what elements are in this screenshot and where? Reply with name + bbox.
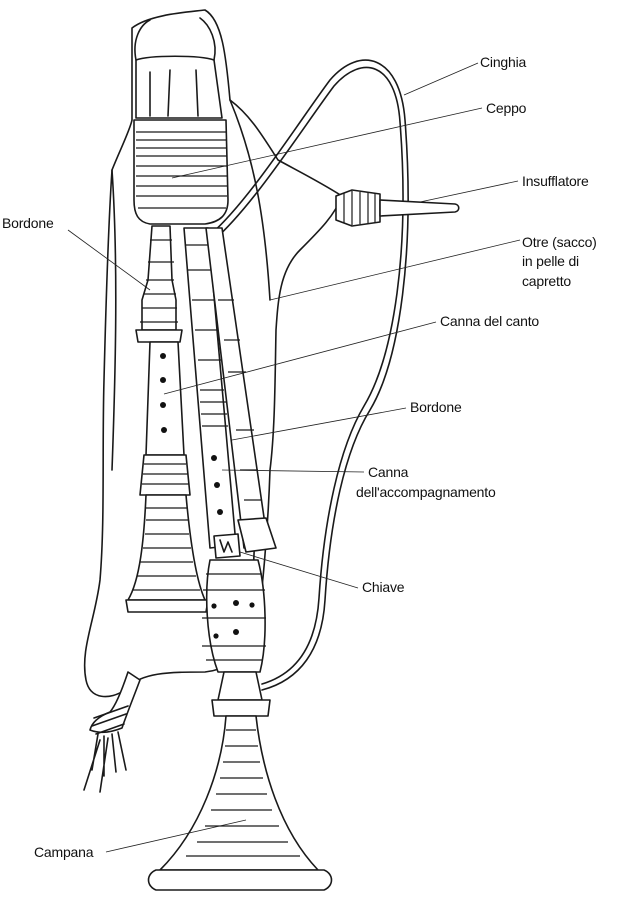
- accompaniment-hole: [211, 455, 217, 461]
- label-campana: Campana: [34, 844, 94, 860]
- label-chiave: Chiave: [362, 579, 405, 595]
- strap-line-outer: [209, 59, 409, 691]
- labels: Cinghia Ceppo Insufflatore Bordone Otre …: [2, 54, 597, 860]
- chanter-hole: [160, 353, 166, 359]
- stock-body: [133, 119, 229, 225]
- leader-cinghia: [403, 62, 479, 96]
- bell-rings: [186, 729, 300, 857]
- accompaniment-rings: [186, 244, 228, 427]
- bell-collar: [211, 699, 271, 717]
- left-drone-upper-rings: [140, 239, 178, 323]
- leader-bordone-left: [67, 229, 151, 291]
- leader-ceppo: [171, 107, 483, 179]
- label-canna-acc-1: Canna: [368, 464, 409, 480]
- bag-leg-tie: [89, 671, 141, 733]
- label-insufflatore: Insufflatore: [522, 173, 589, 189]
- chanter-bell-rings: [133, 507, 200, 591]
- blowpipe-base: [335, 189, 381, 227]
- stock-top-drape: [134, 17, 216, 117]
- label-otre-1: Otre (sacco): [522, 234, 597, 250]
- chanter-joint-rings: [142, 463, 189, 485]
- accompaniment-hole: [214, 482, 220, 488]
- strap-line-inner: [213, 66, 404, 685]
- leader-canna-acc: [221, 469, 365, 473]
- bag-fold-2: [111, 169, 117, 471]
- bell-flare: [159, 715, 319, 871]
- leader-campana: [105, 819, 247, 853]
- label-canna-acc-2: dell'accompagnamento: [356, 484, 496, 500]
- leader-chiave: [239, 551, 359, 589]
- bell-assembly-illustration: [147, 559, 333, 891]
- accompaniment-hole: [217, 509, 223, 515]
- lower-chanter-hole: [211, 603, 217, 609]
- bell-rim: [147, 869, 333, 891]
- accompaniment-chanter-illustration: [183, 227, 241, 559]
- leader-insufflatore: [419, 180, 519, 203]
- lower-chanter-rings: [202, 573, 266, 661]
- bell-neck: [217, 671, 263, 701]
- blowpipe-tube: [379, 199, 460, 217]
- leader-lines: [67, 62, 521, 853]
- right-drone-illustration: [205, 227, 277, 553]
- blowpipe-rings: [343, 191, 376, 225]
- label-canna-canto: Canna del canto: [440, 313, 539, 329]
- label-bordone-right: Bordone: [410, 399, 462, 415]
- lower-chanter-hole: [249, 602, 255, 608]
- leader-otre: [269, 239, 521, 301]
- stock-top-wrap: [135, 55, 223, 119]
- right-drone-bell: [237, 517, 277, 553]
- left-drone-collar: [135, 329, 183, 343]
- bag-leg-knot: [91, 705, 129, 735]
- chanter-joint: [139, 454, 191, 496]
- lower-chanter-hole: [213, 633, 219, 639]
- chanter-tube: [145, 341, 185, 456]
- lower-chanter-hole: [233, 600, 239, 606]
- chanter-bell-rim: [125, 599, 209, 613]
- bag-leg-tuft: [83, 731, 127, 793]
- strap-illustration: [209, 59, 409, 691]
- label-ceppo: Ceppo: [486, 100, 527, 116]
- left-drone-illustration: [135, 225, 183, 343]
- chanter-hole: [160, 402, 166, 408]
- chanter-illustration: [125, 341, 209, 613]
- label-otre-3: capretto: [522, 273, 571, 289]
- label-bordone-left: Bordone: [2, 215, 54, 231]
- lower-chanter-body: [205, 559, 266, 673]
- lower-chanter-hole: [233, 629, 239, 635]
- label-otre-2: in pelle di: [522, 253, 579, 269]
- leader-canna-canto: [163, 321, 437, 395]
- right-drone-rings: [218, 299, 262, 501]
- leader-bordone-right: [231, 407, 407, 441]
- key-mark: [219, 539, 233, 553]
- chanter-hole: [161, 427, 167, 433]
- label-cinghia: Cinghia: [480, 54, 526, 70]
- blowpipe-illustration: [335, 189, 460, 227]
- chanter-hole: [160, 377, 166, 383]
